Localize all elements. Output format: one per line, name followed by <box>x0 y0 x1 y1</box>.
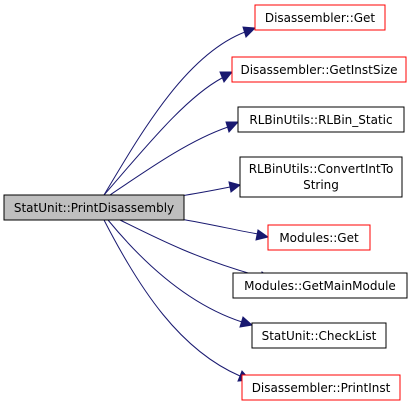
node-rlbinutils-rlbin-static[interactable]: RLBinUtils::RLBin_Static <box>237 106 405 133</box>
edge-arrow-icon <box>239 316 254 328</box>
node-disassembler-getinstsize[interactable]: Disassembler::GetInstSize <box>231 56 407 83</box>
node-modules-getmainmodule[interactable]: Modules::GetMainModule <box>232 272 408 299</box>
edge-arrow-icon <box>225 121 240 133</box>
edge-arrow-icon <box>219 71 234 83</box>
node-label: StatUnit::CheckList <box>262 329 377 343</box>
node-label: Disassembler::PrintInst <box>252 381 391 395</box>
node-label: StatUnit::PrintDisassembly <box>14 201 174 215</box>
node-statunit-printdisassembly[interactable]: StatUnit::PrintDisassembly <box>3 194 185 221</box>
edge-to-disassembler-getinstsize <box>103 77 223 196</box>
node-label: Modules::GetMainModule <box>244 279 396 293</box>
node-label: Disassembler::GetInstSize <box>240 63 397 77</box>
edge-to-modules-get <box>179 218 259 235</box>
node-modules-get[interactable]: Modules::Get <box>267 224 371 251</box>
edge-arrow-icon <box>255 229 270 241</box>
node-rlbinutils-convertinttostring[interactable]: RLBinUtils::ConvertIntTo String <box>239 156 403 198</box>
node-label: Modules::Get <box>279 231 359 245</box>
node-label: RLBinUtils::ConvertIntTo <box>249 162 394 176</box>
node-statunit-checklist[interactable]: StatUnit::CheckList <box>251 322 387 349</box>
node-label: Disassembler::Get <box>265 11 376 25</box>
node-disassembler-get[interactable]: Disassembler::Get <box>254 4 386 31</box>
edge-to-modules-getmainmodule <box>119 219 263 278</box>
node-disassembler-printinst[interactable]: Disassembler::PrintInst <box>241 374 401 401</box>
edge-to-disassembler-get <box>103 31 246 196</box>
edge-arrow-icon <box>242 26 257 38</box>
edge-to-convertinttostring <box>179 186 231 197</box>
edge-arrow-icon <box>228 181 242 193</box>
node-label: RLBinUtils::RLBin_Static <box>249 113 392 127</box>
edge-to-statunit-checklist <box>107 219 243 323</box>
edge-to-rlbin-static <box>109 126 229 196</box>
node-label: String <box>303 178 339 192</box>
edge-to-disassembler-printinst <box>103 219 241 377</box>
